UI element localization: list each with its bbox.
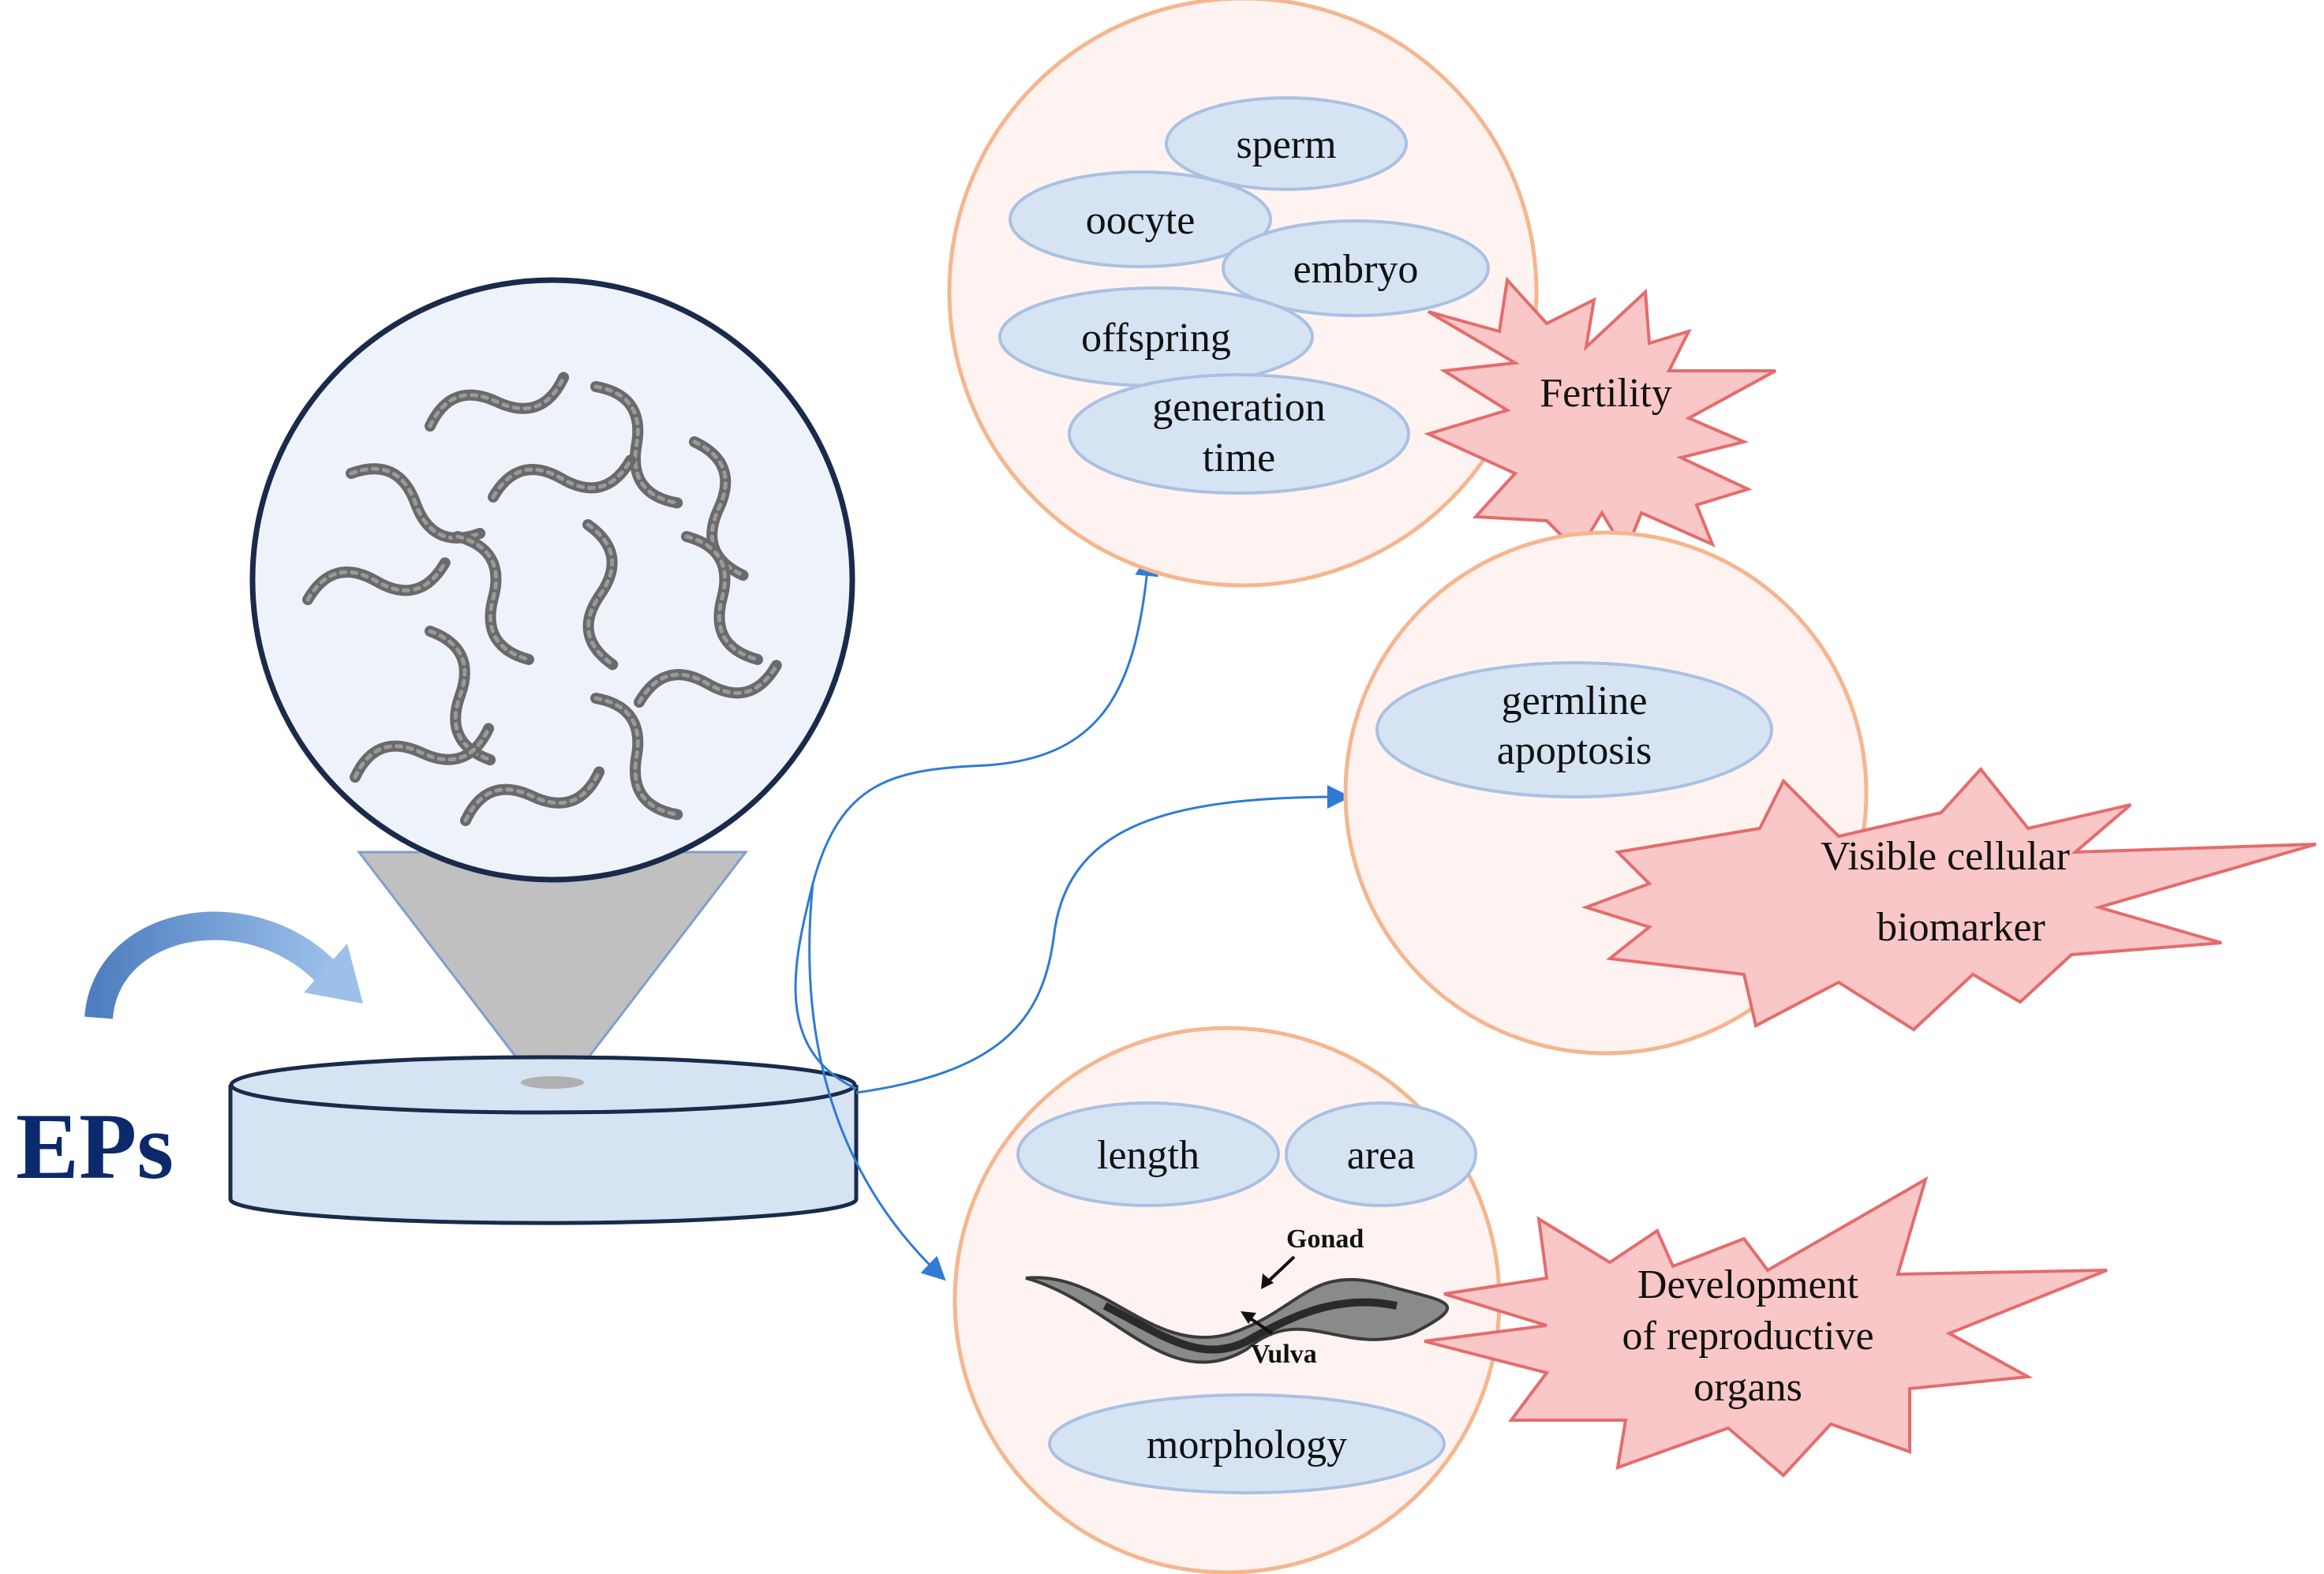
pill-length-label: length — [1097, 1133, 1199, 1178]
worm-gonad — [1102, 1298, 1398, 1354]
fertility-star: Fertility — [1424, 276, 1776, 556]
development-star-label-line2: of reproductive — [1622, 1314, 1873, 1359]
pill-morphology: morphology — [1048, 1393, 1446, 1494]
arrow-to-development — [808, 883, 946, 1281]
development-star-label-line1: Development — [1637, 1262, 1859, 1307]
pill-generation-time: generation time — [1068, 373, 1410, 495]
pill-sperm: sperm — [1165, 96, 1408, 191]
gonad-worm-illustration: Gonad Vulva — [1025, 1224, 1450, 1369]
fertility-cluster: sperm oocyte embryo offspring generation… — [947, 0, 1776, 588]
cellular-star-label-line2: biomarker — [1877, 905, 2045, 950]
pill-area: area — [1285, 1101, 1477, 1207]
vulva-label: Vulva — [1251, 1340, 1317, 1369]
pill-offspring: offspring — [998, 286, 1314, 387]
pill-germline-apoptosis: germline apoptosis — [1375, 661, 1773, 798]
arrow-to-cellular — [855, 785, 1351, 1094]
cellular-star-label-line1: Visible cellular — [1821, 834, 2070, 879]
worm-body — [1025, 1276, 1450, 1364]
fertility-star-label: Fertility — [1540, 371, 1672, 416]
development-star-label-line3: organs — [1693, 1365, 1802, 1410]
pill-generation-label-line1: generation — [1152, 385, 1325, 430]
cellular-cluster: germline apoptosis Visible cellular biom… — [1343, 530, 2317, 1056]
curved-arrow-icon — [84, 911, 346, 1020]
eps-label: EPs — [16, 1094, 174, 1198]
pill-embryo-label: embryo — [1293, 247, 1419, 292]
pill-area-label: area — [1347, 1133, 1416, 1178]
magnifier-lens — [249, 277, 855, 883]
pill-oocyte-label: oocyte — [1086, 198, 1196, 243]
vulva-arrowhead-icon — [1241, 1311, 1256, 1324]
pill-morphology-label: morphology — [1147, 1423, 1347, 1467]
gonad-label: Gonad — [1286, 1224, 1364, 1254]
pill-generation-label-line2: time — [1203, 436, 1275, 480]
pill-offspring-label: offspring — [1081, 316, 1231, 361]
pill-length: length — [1016, 1101, 1280, 1207]
gonad-arrowhead-icon — [1261, 1273, 1274, 1289]
pill-oocyte: oocyte — [1009, 170, 1272, 268]
source-group: EPs — [16, 277, 859, 1225]
pill-embryo: embryo — [1222, 219, 1490, 317]
curved-arrow-head-icon — [304, 944, 363, 1004]
pill-germline-label-line2: apoptosis — [1497, 728, 1652, 773]
arrow-to-fertility — [794, 552, 1159, 1090]
petri-dish — [228, 1055, 859, 1225]
development-cluster: length area Gonad Vulva morphology Devel… — [952, 1026, 2108, 1574]
pill-germline-label-line1: germline — [1502, 679, 1648, 723]
development-star: Development of reproductive organs — [1424, 1176, 2108, 1478]
cellular-star: Visible cellular biomarker — [1581, 766, 2317, 1032]
pill-sperm-label: sperm — [1236, 122, 1336, 167]
connector-arrows — [794, 552, 1351, 1281]
